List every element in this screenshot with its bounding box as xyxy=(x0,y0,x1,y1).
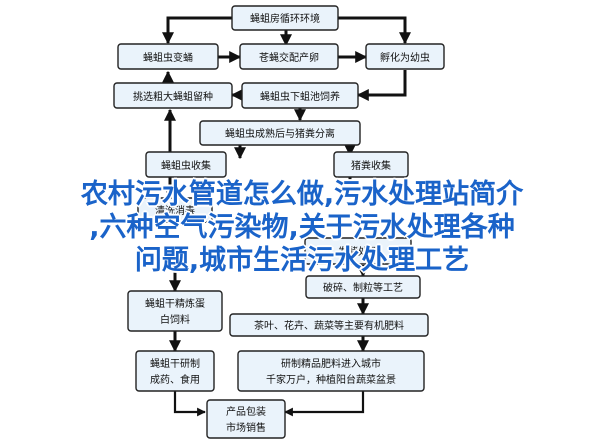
node-refine-label-1: 蝇蛆干精炼蛋 xyxy=(145,297,205,310)
node-market-label-1: 研制精品肥料进入城市 xyxy=(281,357,381,370)
node-pool: 蝇蛆虫下蛆池饲养 xyxy=(241,82,359,109)
node-house: 蝇蛆房循环环境 xyxy=(231,5,339,31)
node-pack-label-2: 市场销售 xyxy=(226,421,266,434)
node-moth-label: 苍蝇交配产卵 xyxy=(259,51,319,64)
node-hatch: 孵化为幼虫 xyxy=(365,43,445,70)
arrow-market-pack xyxy=(284,391,365,417)
node-pigmanure: 猪粪收集 xyxy=(333,151,409,178)
node-crush-label: 破碎、制粒等工艺 xyxy=(323,281,403,294)
node-select-label: 挑选粗大蝇蛆留种 xyxy=(133,90,213,103)
node-mature-label: 蝇蛆虫成熟后与猪粪分离 xyxy=(225,127,335,140)
node-pupa: 蝇蛆虫变蛹 xyxy=(117,43,219,70)
arrow-house-pupa xyxy=(162,16,232,45)
node-pool-label: 蝇蛆虫下蛆池饲养 xyxy=(260,90,340,103)
node-pigmanure-label: 猪粪收集 xyxy=(351,159,391,172)
node-collect-label: 蝇蛆虫收集 xyxy=(161,159,211,172)
node-mature: 蝇蛆虫成熟后与猪粪分离 xyxy=(199,120,361,146)
node-market-label-2: 千家万户，种植阳台蔬菜盆景 xyxy=(266,373,396,386)
node-feed-label-1: 蝇蛆干研制 xyxy=(150,357,200,370)
node-clean: 清洗消毒 xyxy=(137,197,213,223)
node-tea-label: 茶叶、花卉、蔬菜等主要有机肥料 xyxy=(254,319,404,332)
arrow-hatch-pool xyxy=(356,70,407,101)
node-hatch-label: 孵化为幼虫 xyxy=(380,51,430,64)
node-pack-label-1: 产品包装 xyxy=(226,405,266,418)
node-ferment-right: 发酵处理 xyxy=(304,237,412,265)
node-pack: 产品包装 市场销售 xyxy=(206,399,286,439)
node-crush: 破碎、制粒等工艺 xyxy=(305,275,421,299)
node-moth: 苍蝇交配产卵 xyxy=(239,43,339,70)
node-pupa-label: 蝇蛆虫变蛹 xyxy=(143,51,193,64)
node-ferment-right-label: 发酵处理 xyxy=(338,245,378,258)
connectors xyxy=(162,16,411,417)
node-feed: 蝇蛆干研制 成药、食用 xyxy=(135,350,215,392)
node-house-label: 蝇蛆房循环环境 xyxy=(250,12,320,25)
arrow-house-hatch xyxy=(338,16,411,45)
node-feed-label-2: 成药、食用 xyxy=(150,373,200,386)
node-clean-label: 清洗消毒 xyxy=(155,204,195,217)
node-market: 研制精品肥料进入城市 千家万户，种植阳台蔬菜盆景 xyxy=(237,350,425,392)
node-select: 挑选粗大蝇蛆留种 xyxy=(113,82,233,109)
node-refine: 蝇蛆干精炼蛋 白饲料 xyxy=(127,290,223,332)
node-collect: 蝇蛆虫收集 xyxy=(145,151,227,178)
arrow-feed-pack xyxy=(173,391,206,417)
node-refine-label-2: 白饲料 xyxy=(160,313,190,326)
node-tea: 茶叶、花卉、蔬菜等主要有机肥料 xyxy=(229,313,429,337)
